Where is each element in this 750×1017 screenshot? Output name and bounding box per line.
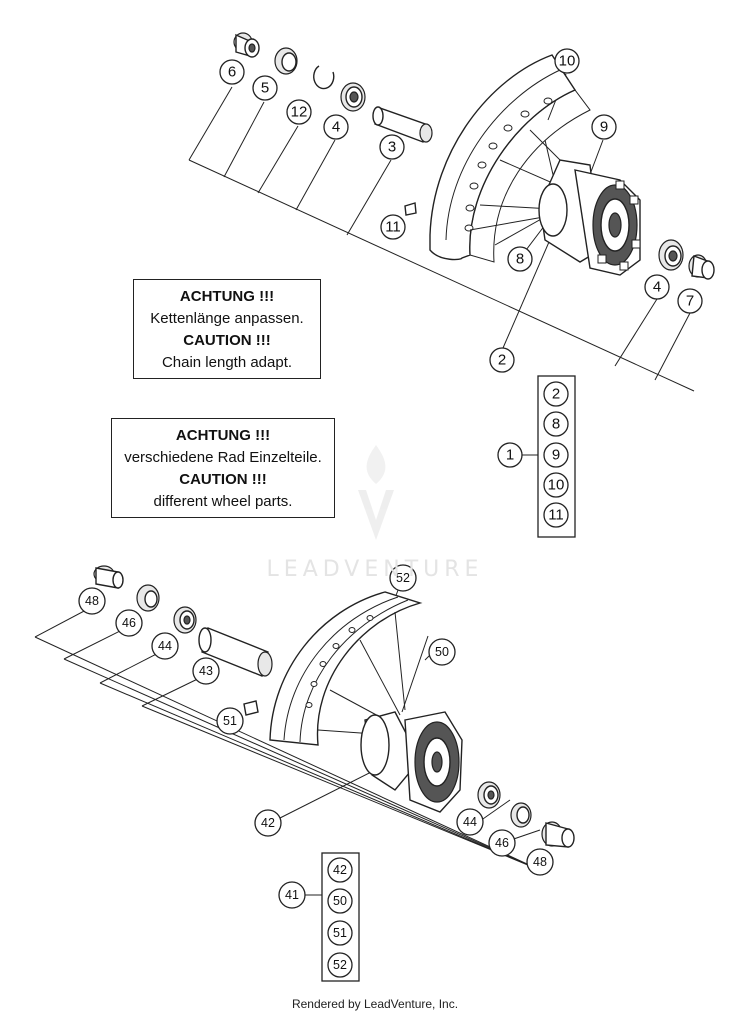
note2-line1: ACHTUNG !!!	[175, 427, 271, 444]
callout-3: 3	[388, 139, 396, 156]
callout-46-right: 46	[495, 836, 509, 850]
kit-label-1: 1	[506, 447, 514, 464]
bearing-44-right	[477, 781, 501, 809]
callout-9: 9	[600, 119, 608, 136]
spacer-6	[233, 32, 260, 58]
callout-43: 43	[199, 664, 213, 678]
callout-50: 50	[435, 645, 449, 659]
callout-48-left: 48	[85, 594, 99, 608]
callout-5: 5	[261, 80, 269, 97]
seal-46-left	[136, 584, 160, 612]
callout-51: 51	[223, 714, 237, 728]
note1-line2: Kettenlänge anpassen.	[150, 310, 304, 327]
callout-10: 10	[559, 53, 576, 70]
callout-11: 11	[385, 219, 401, 236]
kit-item-9: 9	[552, 447, 560, 464]
nipple-51	[243, 700, 259, 716]
note2-line4: different wheel parts.	[153, 493, 293, 510]
kit-item-2: 2	[552, 386, 560, 403]
rim-52	[269, 591, 423, 746]
callout-42: 42	[261, 816, 275, 830]
sleeve-3	[372, 106, 433, 143]
kit-item-51: 51	[333, 926, 347, 940]
seal-5	[274, 47, 298, 75]
note1-line1: ACHTUNG !!!	[179, 288, 275, 305]
callout-46-left: 46	[122, 616, 136, 630]
watermark-text: LEADVENTURE	[266, 557, 484, 582]
seal-46-right	[510, 802, 532, 828]
rear-kit: 1 2 8 9 10 11	[497, 375, 576, 538]
sleeve-43	[198, 627, 273, 677]
rim-10	[429, 54, 591, 263]
kit-label-41: 41	[285, 888, 299, 902]
bearing-4-right	[658, 239, 684, 271]
note2-line3: CAUTION !!!	[179, 471, 267, 488]
note2-line2: verschiedene Rad Einzelteile.	[124, 449, 322, 466]
callout-4: 4	[332, 119, 340, 136]
watermark-logo	[358, 445, 394, 540]
callout-48-right: 48	[533, 855, 547, 869]
callout-4-right: 4	[653, 279, 661, 296]
note-wheel-parts: ACHTUNG !!! verschiedene Rad Einzelteile…	[111, 418, 335, 518]
callout-44-right: 44	[463, 815, 477, 829]
footer-credit: Rendered by LeadVenture, Inc.	[291, 997, 459, 1011]
bearing-4	[340, 82, 366, 112]
kit-item-10: 10	[548, 477, 565, 494]
front-kit: 41 42 50 51 52	[278, 852, 360, 982]
spacer-48-left	[93, 565, 124, 589]
callout-6: 6	[228, 64, 236, 81]
callout-2: 2	[498, 352, 506, 369]
circlip-12	[313, 65, 335, 90]
kit-item-42: 42	[333, 863, 347, 877]
spacer-48-right	[541, 821, 575, 848]
note-chain-length: ACHTUNG !!! Kettenlänge anpassen. CAUTIO…	[133, 279, 321, 379]
rear-wheel-assembly: 6 5 12 4 3 10 9 11 8 4 7 2 1 2 8 9 10 11	[188, 32, 715, 538]
front-wheel-assembly: 48 46 44 43 52 50 51 42 44 46 48 41 42 5…	[34, 564, 575, 982]
kit-item-50: 50	[333, 894, 347, 908]
bearing-44-left	[173, 606, 197, 634]
front-callouts: 48 46 44 43 52 50 51 42 44 46 48	[78, 564, 554, 876]
callout-7: 7	[686, 293, 694, 310]
note1-line3: CAUTION !!!	[183, 332, 271, 349]
callout-52: 52	[396, 571, 410, 585]
front-hub-42	[360, 711, 463, 813]
rear-hub-9	[538, 159, 641, 276]
spacer-7	[688, 254, 715, 280]
nipple-11	[404, 202, 417, 216]
rear-callouts: 6 5 12 4 3 10 9 11 8 4 7 2	[219, 48, 703, 373]
note1-line4: Chain length adapt.	[161, 354, 293, 371]
callout-8: 8	[516, 251, 524, 268]
kit-item-52: 52	[333, 958, 347, 972]
kit-item-11: 11	[548, 507, 564, 524]
callout-44-left: 44	[158, 639, 172, 653]
kit-item-8: 8	[552, 416, 560, 433]
callout-12: 12	[291, 104, 308, 121]
